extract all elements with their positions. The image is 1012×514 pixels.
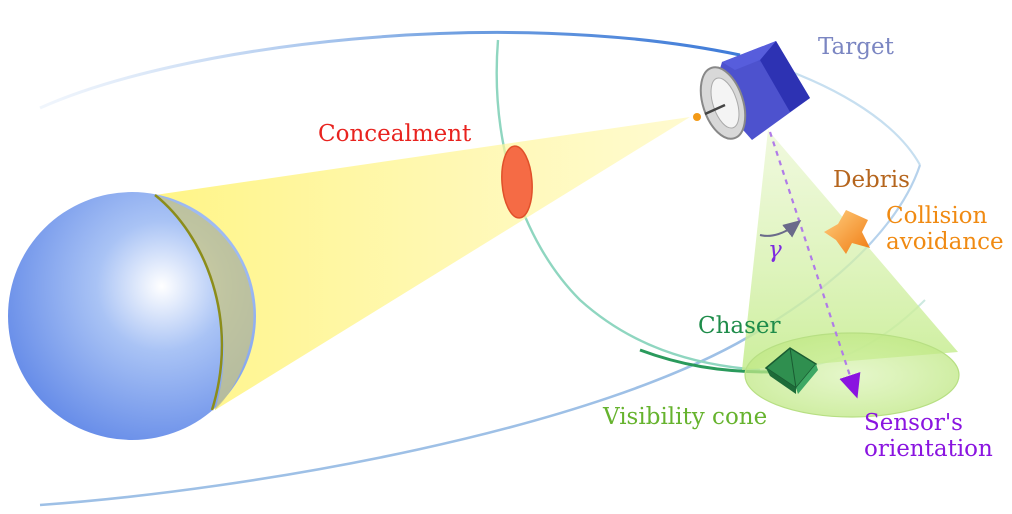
- chaser-satellite: [764, 347, 818, 394]
- earth: [8, 192, 256, 440]
- collision-avoidance-line-1: Collision: [886, 203, 988, 229]
- concealment-label: Concealment: [318, 121, 472, 147]
- gamma-angle-arrow: [759, 220, 802, 238]
- debris-label: Debris: [833, 167, 910, 193]
- shadow-cone: [155, 117, 690, 410]
- sensor-orientation-arrow: [768, 131, 861, 399]
- chaser-label: Chaser: [698, 313, 781, 339]
- sensor-orientation-line-1: Sensor's: [864, 410, 963, 436]
- collision-avoidance-line-2: avoidance: [886, 229, 1004, 256]
- concealment-region: [501, 145, 533, 219]
- sensor-orientation-line-2: orientation: [864, 436, 993, 463]
- debris-shape: [824, 210, 870, 254]
- collision-avoidance-label: Collision avoidance: [886, 203, 1004, 256]
- visibility-cone-label: Visibility cone: [603, 404, 768, 430]
- gamma-label: γ: [768, 237, 782, 263]
- sensor-orientation-label: Sensor's orientation: [864, 410, 993, 463]
- target-label: Target: [818, 34, 894, 60]
- target-satellite: [693, 41, 810, 140]
